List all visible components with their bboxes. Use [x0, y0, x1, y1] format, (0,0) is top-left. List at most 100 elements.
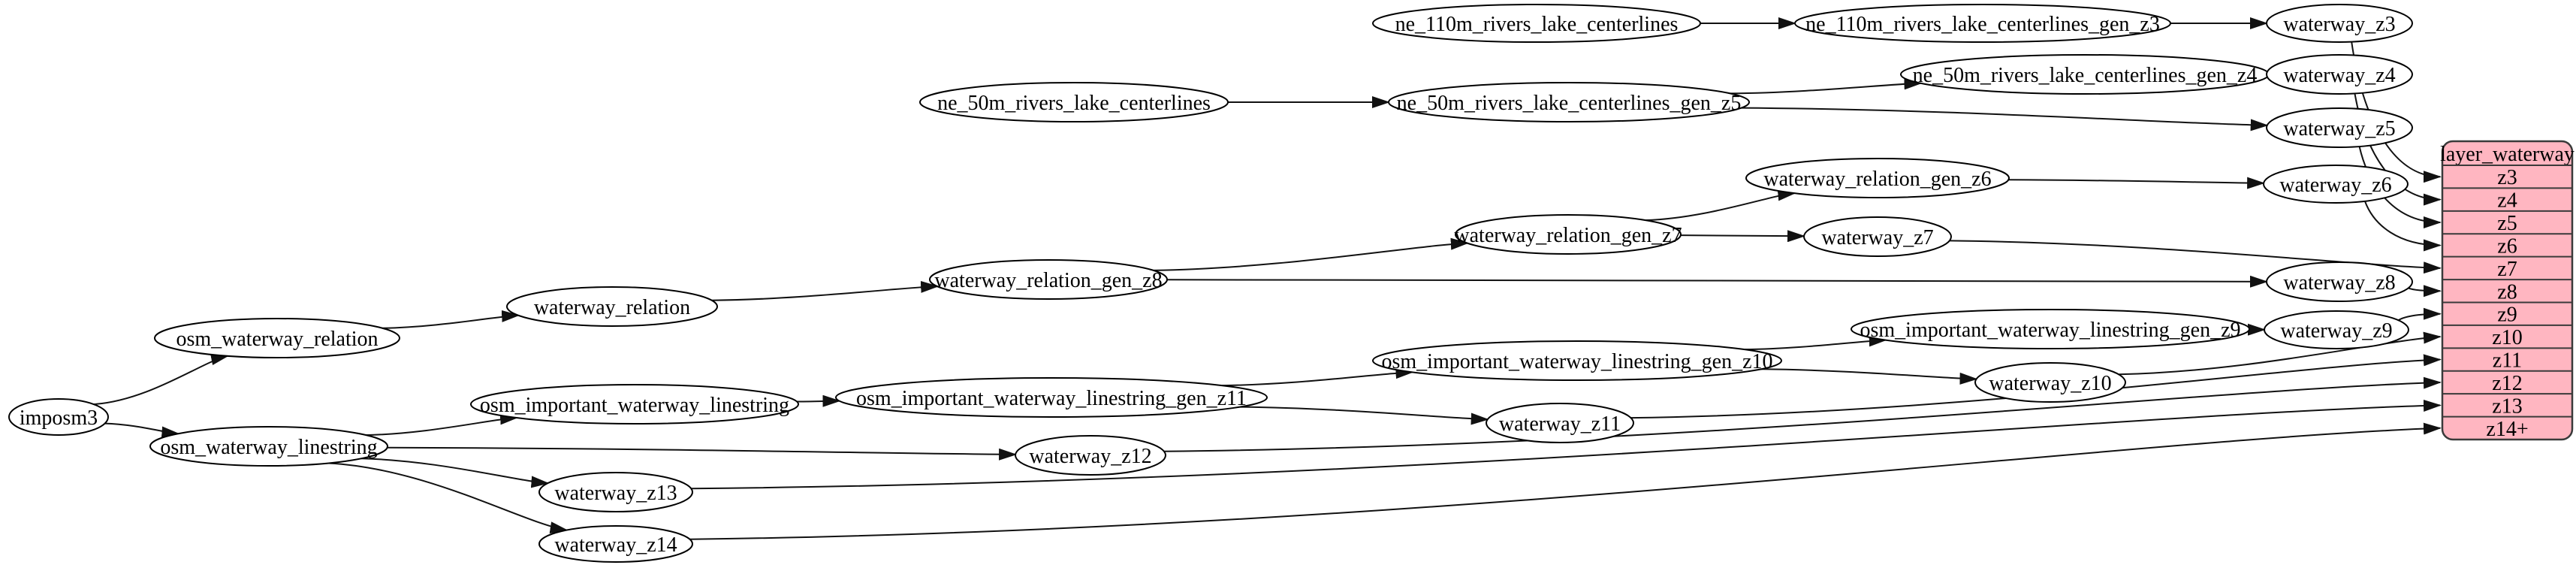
edge-waterway_relation_gen_z7-to-waterway_z7: [1680, 230, 1806, 243]
node-ne_50m_rivers_lake_centerlines: ne_50m_rivers_lake_centerlines: [919, 82, 1229, 122]
node-ellipse-osm_important_waterway_linestring_gen_z11: [835, 377, 1268, 418]
node-label-waterway_relation_gen_z6: waterway_relation_gen_z6: [1763, 168, 1991, 191]
nodes-layer: imposm3 osm_waterway_relation osm_waterway…: [8, 4, 2413, 563]
node-ellipse-waterway_relation_gen_z8: [929, 259, 1168, 300]
table-row-z8: z8: [2497, 280, 2517, 304]
node-waterway_z10: waterway_z10: [1974, 362, 2126, 403]
node-ellipse-osm_waterway_linestring: [149, 426, 388, 467]
node-ellipse-waterway_z6: [2263, 165, 2409, 204]
table-row-z11: z11: [2493, 349, 2522, 373]
edges-layer: [93, 17, 2442, 540]
node-label-waterway_z8: waterway_z8: [2283, 271, 2395, 295]
edge-ne_50m_rivers_lake_centerlines_gen_z5-to-ne_50m_rivers_lake_centerlines_gen_z4: [1730, 77, 1923, 95]
node-waterway_relation: waterway_relation: [506, 286, 718, 327]
edge-osm_waterway_linestring-to-osm_important_waterway_linestring: [366, 412, 519, 437]
node-label-waterway_relation: waterway_relation: [534, 296, 690, 319]
node-label-waterway_z12: waterway_z12: [1029, 445, 1151, 468]
node-label-waterway_z6: waterway_z6: [2279, 174, 2391, 197]
node-label-waterway_z4: waterway_z4: [2283, 64, 2395, 87]
node-osm_waterway_relation: osm_waterway_relation: [154, 318, 400, 358]
node-label-waterway_relation_gen_z8: waterway_relation_gen_z8: [934, 269, 1162, 292]
node-label-osm_waterway_linestring: osm_waterway_linestring: [160, 436, 377, 459]
node-waterway_z12: waterway_z12: [1015, 435, 1166, 476]
node-label-osm_important_waterway_linestring_gen_z9: osm_important_waterway_linestring_gen_z9: [1860, 319, 2241, 342]
node-ellipse-ne_110m_rivers_lake_centerlines: [1372, 4, 1701, 43]
table-outline: [2441, 140, 2574, 441]
node-label-waterway_z9: waterway_z9: [2280, 319, 2392, 343]
node-ellipse-osm_important_waterway_linestring: [470, 384, 799, 425]
node-label-waterway_z14: waterway_z14: [554, 533, 677, 557]
table-title: layer_waterway: [2440, 143, 2574, 166]
node-ellipse-waterway_z12: [1015, 435, 1166, 476]
node-waterway_z6: waterway_z6: [2263, 165, 2409, 204]
node-label-ne_110m_rivers_lake_centerlines_gen_z3: ne_110m_rivers_lake_centerlines_gen_z3: [1805, 13, 2160, 36]
node-osm_waterway_linestring: osm_waterway_linestring: [149, 426, 388, 467]
edge-osm_waterway_relation-to-waterway_relation: [382, 310, 520, 329]
edge-waterway_relation-to-waterway_relation_gen_z8: [711, 280, 940, 301]
node-ellipse-osm_waterway_relation: [154, 318, 400, 358]
edge-waterway_z6-to-layer-row-z6: [2364, 201, 2442, 252]
node-ellipse-ne_110m_rivers_lake_centerlines_gen_z3: [1794, 4, 2171, 43]
node-ellipse-waterway_z3: [2266, 4, 2413, 43]
node-ellipse-waterway_z5: [2266, 107, 2413, 148]
node-label-waterway_z7: waterway_z7: [1821, 226, 1933, 249]
table-row-z12: z12: [2492, 372, 2522, 395]
node-ellipse-waterway_relation_gen_z7: [1455, 214, 1682, 255]
node-label-waterway_relation_gen_z7: waterway_relation_gen_z7: [1454, 224, 1682, 247]
node-waterway_z9: waterway_z9: [2264, 310, 2409, 349]
edge-waterway_z10-to-layer-row-z10: [2119, 331, 2442, 376]
edge-osm_important_waterway_linestring-to-osm_important_waterway_linestring_gen_z11: [797, 394, 841, 407]
table-row-z6: z6: [2497, 234, 2517, 258]
table-row-z9: z9: [2497, 304, 2517, 327]
node-waterway_z11: waterway_z11: [1486, 403, 1634, 443]
edge-osm_important_waterway_linestring_gen_z10-to-osm_important_waterway_linestring_gen_z9: [1745, 334, 1887, 351]
edge-osm_important_waterway_linestring_gen_z11-to-osm_important_waterway_linestring_gen_z10: [1222, 367, 1414, 387]
edge-waterway_z13-to-layer-row-z13: [691, 399, 2442, 490]
node-label-ne_110m_rivers_lake_centerlines: ne_110m_rivers_lake_centerlines: [1395, 13, 1679, 36]
node-ne_50m_rivers_lake_centerlines_gen_z5: ne_50m_rivers_lake_centerlines_gen_z5: [1388, 82, 1750, 122]
node-osm_important_waterway_linestring: osm_important_waterway_linestring: [470, 384, 799, 425]
node-waterway_z4: waterway_z4: [2266, 54, 2413, 95]
node-label-ne_50m_rivers_lake_centerlines: ne_50m_rivers_lake_centerlines: [937, 92, 1211, 115]
edge-waterway_z7-to-layer-row-z7: [1949, 240, 2442, 274]
node-ellipse-waterway_z7: [1803, 216, 1952, 257]
edge-waterway_z9-to-layer-row-z9: [2398, 307, 2442, 322]
edge-waterway_relation_gen_z8-to-waterway_z8: [1166, 275, 2268, 288]
node-ellipse-waterway_z11: [1486, 403, 1634, 443]
node-waterway_relation_gen_z6: waterway_relation_gen_z6: [1745, 158, 2010, 198]
node-waterway_z5: waterway_z5: [2266, 107, 2413, 148]
node-label-ne_50m_rivers_lake_centerlines_gen_z5: ne_50m_rivers_lake_centerlines_gen_z5: [1397, 92, 1742, 115]
node-ellipse-waterway_z10: [1974, 362, 2126, 403]
node-label-ne_50m_rivers_lake_centerlines_gen_z4: ne_50m_rivers_lake_centerlines_gen_z4: [1913, 64, 2258, 87]
edge-osm_waterway_linestring-to-waterway_z14: [328, 462, 569, 534]
node-waterway_relation_gen_z8: waterway_relation_gen_z8: [929, 259, 1168, 300]
edge-imposm3-to-osm_waterway_linestring: [104, 422, 180, 439]
node-waterway_z13: waterway_z13: [538, 472, 693, 512]
node-waterway_z3: waterway_z3: [2266, 4, 2413, 43]
edge-osm_waterway_linestring-to-waterway_z12: [387, 446, 1018, 461]
node-ne_50m_rivers_lake_centerlines_gen_z4: ne_50m_rivers_lake_centerlines_gen_z4: [1900, 54, 2270, 95]
edge-waterway_z14-to-layer-row-z14+: [689, 422, 2442, 540]
node-osm_important_waterway_linestring_gen_z10: osm_important_waterway_linestring_gen_z1…: [1372, 340, 1782, 381]
node-ellipse-waterway_z9: [2264, 310, 2409, 349]
node-imposm3: imposm3: [8, 398, 109, 436]
table-row-z4: z4: [2497, 189, 2517, 213]
edge-waterway_z12-to-layer-row-z12: [1163, 376, 2442, 452]
node-label-waterway_z3: waterway_z3: [2283, 13, 2395, 36]
table-row-z14+: z14+: [2486, 418, 2528, 441]
node-ellipse-waterway_z8: [2266, 261, 2413, 302]
node-osm_important_waterway_linestring_gen_z9: osm_important_waterway_linestring_gen_z9: [1851, 309, 2250, 349]
table-row-z7: z7: [2497, 258, 2517, 281]
node-ne_110m_rivers_lake_centerlines: ne_110m_rivers_lake_centerlines: [1372, 4, 1701, 43]
node-osm_important_waterway_linestring_gen_z11: osm_important_waterway_linestring_gen_z1…: [835, 377, 1268, 418]
node-ne_110m_rivers_lake_centerlines_gen_z3: ne_110m_rivers_lake_centerlines_gen_z3: [1794, 4, 2171, 43]
node-label-osm_waterway_relation: osm_waterway_relation: [176, 328, 378, 351]
node-waterway_relation_gen_z7: waterway_relation_gen_z7: [1454, 214, 1682, 255]
node-waterway_z8: waterway_z8: [2266, 261, 2413, 302]
node-label-osm_important_waterway_linestring_gen_z10: osm_important_waterway_linestring_gen_z1…: [1382, 350, 1773, 373]
edge-osm_important_waterway_linestring_gen_z10-to-waterway_z10: [1761, 368, 1978, 385]
node-label-waterway_z13: waterway_z13: [554, 482, 677, 505]
node-ellipse-ne_50m_rivers_lake_centerlines_gen_z5: [1388, 82, 1750, 122]
